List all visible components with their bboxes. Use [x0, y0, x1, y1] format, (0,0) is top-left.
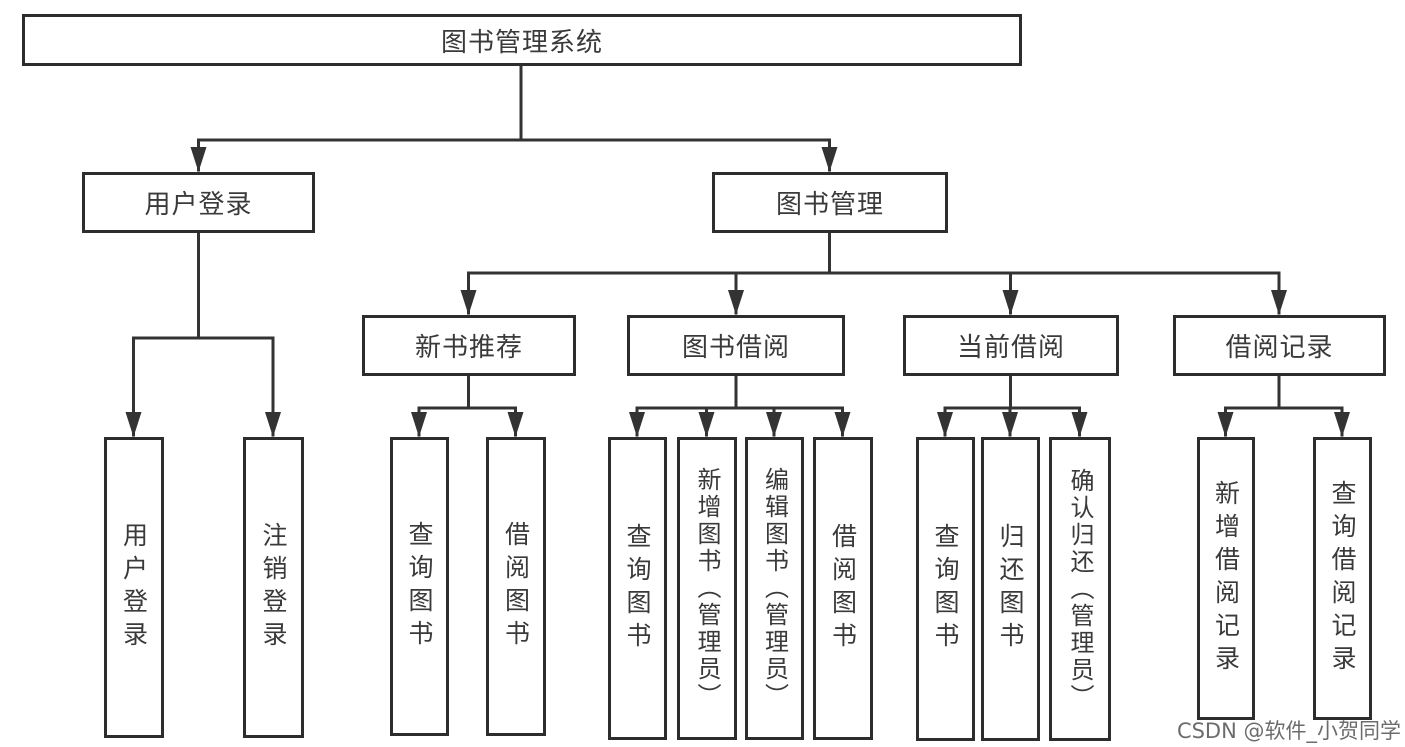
arrowhead: [698, 412, 715, 437]
node-new-book-recommend: 新书推荐: [362, 315, 576, 376]
leaf-query-books-borrowing: 查询图书: [608, 437, 667, 740]
node-label: 用户登录: [119, 521, 149, 654]
arrowhead: [460, 290, 477, 315]
arrowhead: [1002, 412, 1018, 437]
leaf-borrow-books-recommend: 借阅图书: [486, 437, 546, 736]
leaf-query-books-recommend: 查询图书: [390, 437, 449, 736]
leaf-add-book-admin: 新增图书（管理员）: [677, 437, 737, 740]
node-book-management: 图书管理: [712, 172, 948, 233]
leaf-borrow-books-borrowing: 借阅图书: [813, 437, 873, 740]
node-book-borrowing: 图书借阅: [627, 315, 845, 376]
node-label: 借阅图书: [501, 520, 531, 653]
node-label: 新书推荐: [414, 333, 523, 363]
node-label: 注销登录: [259, 521, 288, 654]
node-label: 查询图书: [931, 523, 960, 655]
arrowhead: [507, 412, 524, 437]
arrowhead: [190, 147, 207, 172]
node-label: 查询借阅记录: [1328, 479, 1357, 678]
node-label: 新增图书（管理员）: [693, 467, 721, 710]
node-label: 用户登录: [144, 190, 253, 220]
arrowhead: [629, 412, 645, 437]
arrowhead: [728, 290, 744, 315]
node-label: 借阅记录: [1225, 333, 1334, 363]
arrowhead: [125, 412, 142, 437]
node-label: 借阅图书: [828, 522, 858, 655]
node-label: 图书管理系统: [440, 27, 603, 58]
node-label: 图书管理: [775, 190, 884, 220]
arrowhead: [1271, 290, 1287, 315]
node-label: 查询图书: [623, 522, 652, 655]
node-label: 查询图书: [405, 520, 434, 653]
node-label: 新增借阅记录: [1211, 479, 1241, 678]
leaf-query-borrow-record: 查询借阅记录: [1313, 437, 1372, 720]
arrowhead: [1071, 412, 1088, 437]
arrowhead: [1334, 412, 1350, 437]
node-label: 当前借阅: [956, 333, 1065, 363]
node-label: 归还图书: [996, 523, 1025, 655]
leaf-confirm-return-admin: 确认归还（管理员）: [1049, 437, 1111, 741]
watermark: CSDN @软件_小贺同学: [1176, 719, 1401, 743]
arrowhead: [1002, 290, 1019, 315]
node-label: 确认归还（管理员）: [1066, 467, 1094, 711]
leaf-edit-book-admin: 编辑图书（管理员）: [745, 437, 804, 740]
arrowhead: [1217, 412, 1234, 437]
arrowhead: [834, 412, 851, 437]
arrowhead: [265, 412, 281, 437]
leaf-query-books-current: 查询图书: [916, 437, 975, 741]
leaf-return-books: 归还图书: [981, 437, 1040, 741]
arrowhead: [937, 412, 953, 437]
node-user-login: 用户登录: [82, 172, 315, 233]
leaf-add-borrow-record: 新增借阅记录: [1197, 437, 1255, 720]
node-library-system: 图书管理系统: [22, 14, 1022, 66]
node-borrow-records: 借阅记录: [1173, 315, 1386, 376]
arrowhead: [411, 412, 427, 437]
arrowhead: [821, 147, 838, 172]
node-label: 编辑图书（管理员）: [760, 467, 789, 710]
leaf-user-login: 用户登录: [104, 437, 164, 738]
node-label: 图书借阅: [681, 333, 790, 363]
connector-path: [132, 63, 1344, 437]
arrowhead: [766, 412, 782, 437]
node-current-borrowing: 当前借阅: [903, 315, 1119, 376]
leaf-logout: 注销登录: [243, 437, 304, 738]
